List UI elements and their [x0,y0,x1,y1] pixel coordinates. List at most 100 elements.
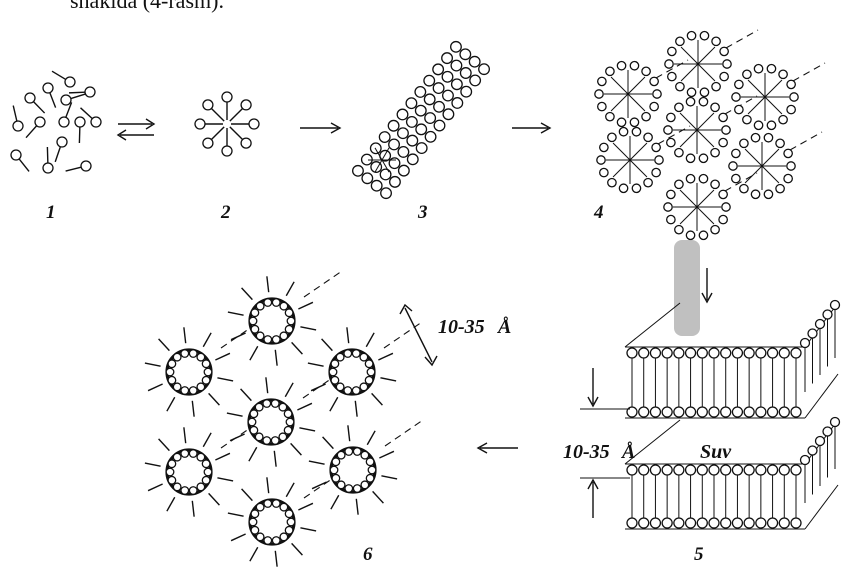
inverse-cylinder [227,377,315,466]
inverse-tail [267,477,269,493]
cross-section-head [754,121,762,129]
micelle-head [203,138,213,148]
molecule-head [25,93,35,103]
inverse-tail [291,443,302,455]
inverse-head [251,325,259,333]
cross-section-head [676,82,684,90]
inverse-head [181,450,189,458]
bilayer-head-bottom [697,518,707,528]
cross-section-head [732,93,740,101]
molecule-head [91,117,101,127]
cross-section-tail [613,143,630,160]
inverse-head [344,387,352,395]
cross-section-head [787,80,795,88]
bilayer-head-bottom [709,407,719,417]
dimension-label-lower-value: 10-35 [563,441,610,463]
inverse-tail [348,425,350,441]
cross-section-tail [745,149,762,166]
cross-section-head [655,156,663,164]
bilayer-head-top [779,348,789,358]
cross-section-head [790,93,798,101]
inverse-head [345,448,353,456]
inverse-head [330,466,338,474]
inverse-tail [380,378,396,381]
inverse-tail [203,433,211,447]
cylinder-axis [726,30,758,48]
cross-section-head [686,98,694,106]
cross-section-tail [697,130,714,147]
cross-section-tail [628,77,645,94]
inverse-tail [242,489,253,501]
bilayer-head-bottom [744,518,754,528]
inverse-head [287,518,295,526]
cross-section-tail [745,166,762,183]
inverse-cylinder [145,327,233,416]
inverse-tail [292,342,303,354]
cross-section-head [653,90,661,98]
cross-section-tail [628,94,645,111]
inverse-tail [228,312,244,315]
bilayer-head-top [662,465,672,475]
inverse-tail [275,551,277,567]
inverse-head [173,453,181,461]
inverse-tail [275,350,277,366]
inverse-tail [323,437,334,449]
cross-section-head [630,62,638,70]
cylinder-head [415,87,426,98]
inverse-tail [297,403,312,410]
stage-3-cylindrical-micelle [353,42,490,199]
inverse-head [173,483,181,491]
cylinder-head [452,79,463,90]
inverse-head [272,336,280,344]
cross-section-tail [697,113,714,130]
arrow-4-to-5 [674,240,712,336]
molecule-tail [52,71,66,79]
cross-section-head [600,168,608,176]
inverse-tail [184,427,186,443]
inverse-tail [331,495,339,509]
inverse-head [197,383,205,391]
inverse-head [280,332,288,340]
inverse-tail [285,383,293,397]
bilayer-head-top [709,465,719,475]
inverse-tail [308,363,324,366]
cylinder-head [353,166,364,177]
cross-section-head [787,162,795,170]
inverse-head [256,332,264,340]
inverse-tail [274,451,276,467]
inverse-tail [230,434,245,441]
bilayer-head-back [808,446,817,455]
bilayer-head-bottom [639,407,649,417]
stage-4-hexagonal-packing [595,30,825,239]
cross-section-head [632,184,640,192]
cross-section-head [732,174,740,182]
cylinder-cross-section [595,62,661,127]
inverse-tail [209,393,220,405]
surfactant-molecule [61,94,86,105]
inverse-head [204,468,212,476]
micelle-tail [230,108,243,121]
molecule-head [35,117,45,127]
cross-section-tail [765,97,782,114]
bilayer-head-bottom [674,407,684,417]
inverse-head [204,368,212,376]
inverse-head [166,368,174,376]
inverse-tail [167,397,175,411]
cross-section-head [720,72,728,80]
cylinder-head [416,124,427,135]
cross-section-tail [611,94,628,111]
inverse-tail [250,547,258,561]
inverse-tail [145,463,161,466]
inverse-head [285,526,293,534]
cross-section-head [598,102,606,110]
cross-section-head [686,175,694,183]
bilayer-head-bottom [791,407,801,417]
bilayer-head-top [791,465,801,475]
inverse-tail [367,431,375,445]
inverse-tail [372,393,383,405]
inverse-head [336,383,344,391]
bilayer-head-bottom [756,518,766,528]
bilayer-head-top [732,465,742,475]
bilayer-head-bottom [662,407,672,417]
